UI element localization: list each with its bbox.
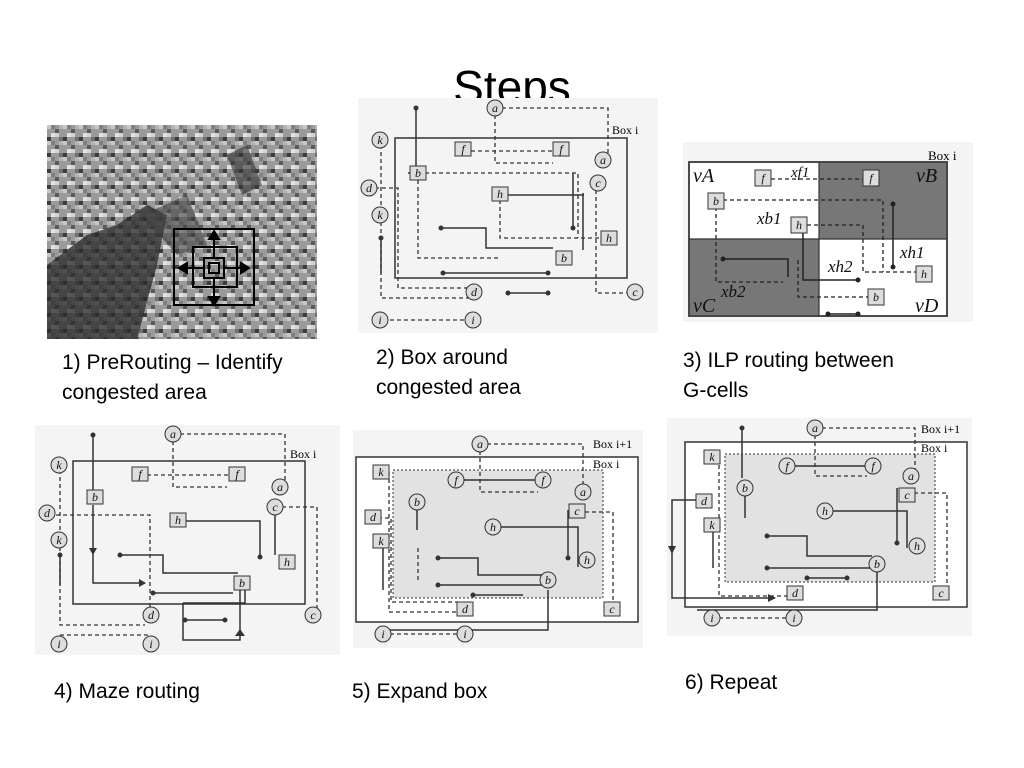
svg-text:c: c (609, 602, 615, 616)
svg-text:h: h (796, 218, 802, 232)
svg-text:a: a (492, 101, 498, 115)
box-i-label-5: Box i (593, 457, 620, 471)
svg-text:c: c (632, 285, 638, 299)
svg-text:k: k (378, 465, 384, 479)
svg-text:i: i (381, 627, 384, 641)
xb1-label: xb1 (756, 209, 782, 228)
congestion-map-image (47, 125, 317, 339)
svg-text:h: h (584, 553, 590, 567)
svg-text:b: b (414, 495, 420, 509)
svg-text:d: d (148, 608, 155, 622)
svg-text:f: f (559, 142, 564, 156)
step-1-caption: 1) PreRouting – Identify congested area (62, 351, 283, 404)
svg-text:b: b (874, 557, 880, 571)
xb2-label: xb2 (720, 282, 746, 301)
svg-text:b: b (239, 576, 245, 590)
svg-text:i: i (471, 313, 474, 327)
svg-text:d: d (462, 602, 469, 616)
vB-label: vB (916, 165, 937, 187)
svg-text:f: f (869, 171, 874, 185)
svg-text:d: d (471, 285, 478, 299)
svg-text:a: a (812, 421, 818, 435)
svg-text:f: f (235, 467, 240, 481)
svg-text:b: b (713, 194, 719, 208)
svg-text:i: i (710, 611, 713, 625)
svg-text:c: c (310, 608, 316, 622)
ilp-gcells-diagram: Box i f f b h h b vA vB vC vD xf1 xb1 (683, 142, 973, 322)
svg-text:b: b (561, 251, 567, 265)
svg-text:i: i (57, 637, 60, 651)
svg-text:a: a (580, 485, 586, 499)
svg-text:c: c (595, 176, 601, 190)
vC-label: vC (693, 295, 716, 317)
xf1-label: xf1 (790, 165, 809, 181)
svg-text:i: i (378, 313, 381, 327)
svg-text:f: f (138, 467, 143, 481)
svg-text:c: c (574, 504, 580, 518)
step-5-caption: 5) Expand box (352, 680, 488, 703)
svg-text:h: h (606, 231, 612, 245)
svg-text:c: c (938, 586, 944, 600)
svg-text:k: k (709, 450, 715, 464)
svg-text:f: f (541, 473, 546, 487)
svg-text:d: d (44, 506, 51, 520)
svg-text:k: k (378, 534, 384, 548)
svg-text:k: k (377, 133, 383, 147)
svg-text:h: h (822, 504, 828, 518)
svg-text:a: a (600, 153, 606, 167)
svg-text:b: b (742, 481, 748, 495)
step-2-caption: 2) Box around congested area (376, 346, 521, 399)
svg-text:d: d (366, 181, 373, 195)
svg-text:i: i (463, 627, 466, 641)
vD-label: vD (915, 295, 939, 317)
step-4-caption: 4) Maze routing (54, 680, 200, 703)
svg-text:b: b (415, 166, 421, 180)
step-3-caption: 3) ILP routing between G-cells (683, 349, 894, 402)
box-i-label-4: Box i (290, 447, 317, 461)
svg-text:h: h (284, 555, 290, 569)
svg-text:h: h (921, 267, 927, 281)
svg-text:f: f (454, 473, 459, 487)
xh1-label: xh1 (899, 243, 925, 262)
box-i-label-3: Box i (928, 148, 957, 163)
xh2-label: xh2 (827, 257, 853, 276)
svg-text:b: b (873, 290, 879, 304)
svg-text:h: h (175, 513, 181, 527)
svg-text:d: d (792, 586, 799, 600)
svg-text:f: f (785, 459, 790, 473)
svg-text:f: f (871, 459, 876, 473)
svg-text:a: a (170, 427, 176, 441)
svg-text:k: k (56, 458, 62, 472)
step-6-caption: 6) Repeat (685, 671, 778, 694)
svg-text:h: h (497, 187, 503, 201)
box-i1-label-6: Box i+1 (921, 422, 960, 436)
svg-text:c: c (272, 500, 278, 514)
page-title: Steps (453, 62, 571, 100)
svg-text:a: a (908, 469, 914, 483)
svg-text:a: a (277, 480, 283, 494)
box-i1-label: Box i+1 (593, 437, 632, 451)
svg-text:b: b (545, 573, 551, 587)
repeat-diagram: Box i+1 Box i a a f f b h h b i i (667, 418, 972, 636)
svg-text:f: f (461, 142, 466, 156)
svg-text:f: f (761, 171, 766, 185)
svg-text:d: d (370, 510, 377, 524)
svg-text:k: k (377, 208, 383, 222)
maze-routing-diagram: Box i (35, 425, 340, 655)
svg-text:h: h (490, 520, 496, 534)
svg-text:i: i (792, 611, 795, 625)
box-i-label-6: Box i (921, 441, 948, 455)
svg-text:k: k (56, 533, 62, 547)
vA-label: vA (693, 165, 715, 187)
svg-text:h: h (914, 539, 920, 553)
svg-text:b: b (92, 490, 98, 504)
svg-text:c: c (904, 488, 910, 502)
svg-text:i: i (149, 637, 152, 651)
svg-text:a: a (477, 437, 483, 451)
svg-text:d: d (701, 494, 708, 508)
svg-text:k: k (709, 518, 715, 532)
expand-box-diagram: Box i+1 Box i a a f f b h h b i i (353, 430, 643, 648)
box-i-label: Box i (612, 123, 639, 137)
